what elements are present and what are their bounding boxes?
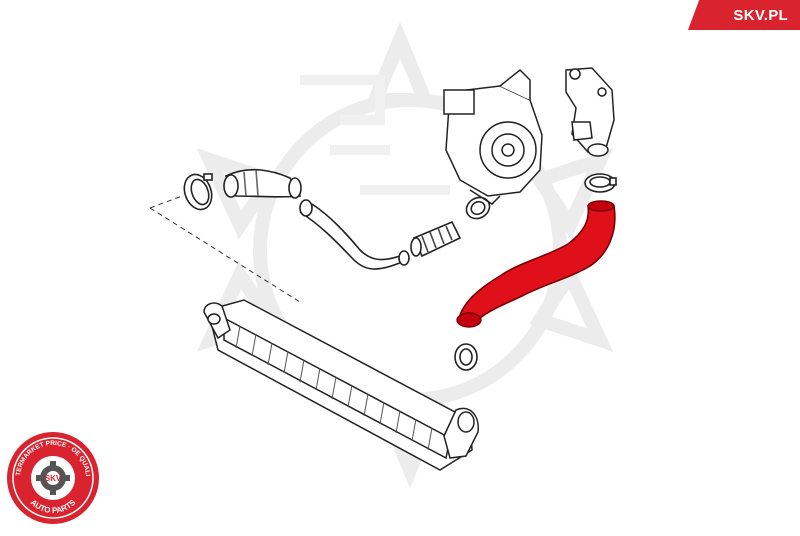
clamp-right [584, 173, 617, 193]
brand-tag[interactable]: SKV.PL [688, 0, 800, 30]
intercooler-pipe [299, 199, 410, 270]
manifold-outlet [565, 67, 615, 157]
intercooler-hose-highlighted [456, 200, 616, 328]
turbocharger [443, 68, 543, 205]
brand-label: SKV.PL [733, 6, 788, 24]
seal-center-text: SKV [45, 474, 62, 483]
quality-seal: SKV AFTERMARKET PRICE · OE QUALITY AUTO … [0, 0, 99, 524]
guide-lines [149, 195, 301, 303]
intercooler [203, 299, 479, 471]
clamp-left [183, 173, 213, 211]
bellows-hose [410, 220, 462, 258]
clamp-middle [465, 196, 491, 220]
seal-top-text: AFTERMARKET PRICE · OE QUALITY [0, 0, 91, 477]
clamp-lower [454, 343, 478, 371]
svg-text:AFTERMARKET PRICE · OE QUALITY: AFTERMARKET PRICE · OE QUALITY [0, 0, 91, 477]
watermark-logo [300, 75, 450, 195]
intake-hose [223, 168, 302, 199]
